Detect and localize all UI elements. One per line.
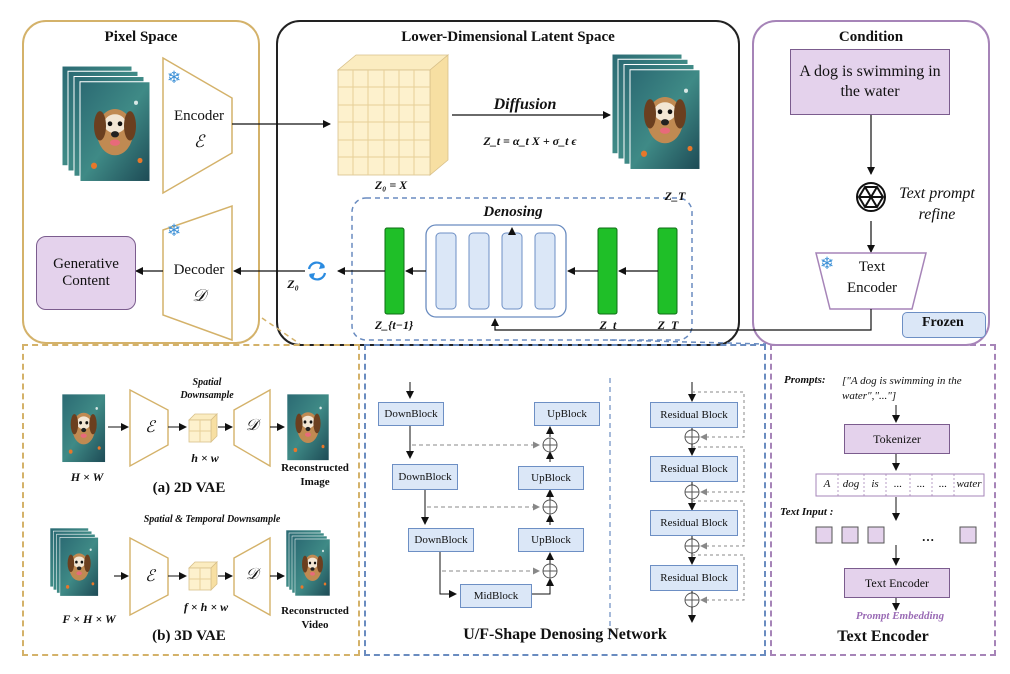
- residual-block-1: Residual Block: [650, 402, 738, 428]
- prompts-label: Prompts:: [784, 374, 826, 386]
- condition-text-encoder-label: Text Encoder: [847, 259, 897, 296]
- spatial-temporal-downsample-label: Spatial & Temporal Downsample: [143, 514, 281, 525]
- vae-2d-decoder-symbol: 𝒟: [245, 417, 259, 434]
- down-block-3: DownBlock: [408, 528, 474, 552]
- encoder-label: Encoder: [174, 108, 224, 124]
- token-2: is: [871, 478, 879, 490]
- encoder-symbol: ℰ: [193, 132, 205, 151]
- vae-2d-encoder-symbol: ℰ: [145, 419, 155, 436]
- text-input-ellipsis: ...: [921, 526, 935, 545]
- condition-title: Condition: [838, 29, 904, 45]
- tokenizer-label: Tokenizer: [873, 431, 921, 446]
- unet-panel: [364, 344, 766, 656]
- prompt-embedding-label: Prompt Embedding: [855, 610, 945, 622]
- zT-label: Z_T: [657, 318, 679, 332]
- pixel-space-title: Pixel Space: [104, 29, 178, 45]
- up-block-3: UpBlock: [518, 528, 584, 552]
- text-encoder-box: Text Encoder: [844, 568, 950, 598]
- HW-label: H × W: [70, 470, 104, 484]
- hw-label: h × w: [191, 451, 219, 465]
- pixel-space-panel: [22, 20, 260, 344]
- residual-block-4: Residual Block: [650, 565, 738, 591]
- text-encoder-panel: [770, 344, 996, 656]
- text-prompt-refine-label: Text prompt refine: [899, 185, 975, 223]
- token-3: ...: [893, 478, 903, 490]
- diffusion-equation: Z_t = α_t X + σ_t ϵ: [483, 134, 577, 148]
- text-encoder-box-label: Text Encoder: [864, 575, 930, 590]
- text-input-label: Text Input :: [780, 506, 834, 518]
- frozen-label: Frozen: [922, 315, 964, 330]
- token-0: A: [823, 478, 831, 490]
- token-4: ...: [916, 478, 926, 490]
- mid-block: MidBlock: [460, 584, 532, 608]
- zT-top-label: Z_T: [664, 189, 686, 203]
- spatial-downsample-label: Spatial Downsample: [180, 377, 234, 401]
- vae-panel: [22, 344, 360, 656]
- FHW-label: F × H × W: [62, 612, 116, 626]
- residual-block-2: Residual Block: [650, 456, 738, 482]
- decoder-symbol: 𝒟: [192, 286, 206, 305]
- decoder-label: Decoder: [173, 262, 225, 278]
- residual-block-3: Residual Block: [650, 510, 738, 536]
- up-block-2: UpBlock: [518, 466, 584, 490]
- down-block-2: DownBlock: [392, 464, 458, 490]
- up-block-1: UpBlock: [534, 402, 600, 426]
- generative-content-label: Generative Content: [53, 256, 119, 289]
- token-5: ...: [938, 478, 948, 490]
- vae-2d-title: (a) 2D VAE: [152, 480, 226, 496]
- fhw-label: f × h × w: [183, 600, 229, 614]
- prompt-text: A dog is swimming in the water: [799, 63, 941, 100]
- unet-title: U/F-Shape Denosing Network: [463, 626, 667, 643]
- zt-label: Z_t: [599, 318, 617, 332]
- denoising-label: Denosing: [483, 204, 543, 220]
- token-6: water: [956, 478, 982, 490]
- frozen-badge: [902, 312, 986, 338]
- diffusion-label: Diffusion: [493, 96, 557, 113]
- zt-minus-1-label: Z_{t−1}: [374, 318, 414, 332]
- z0-equals-x-label: Z₀ = X: [374, 178, 408, 192]
- tokenizer-box: Tokenizer: [844, 424, 950, 454]
- reconstructed-video-label: Reconstructed Video: [281, 605, 349, 631]
- generative-content-box: Generative Content: [36, 236, 136, 310]
- prompt-box: A dog is swimming in the water: [790, 49, 950, 115]
- vae-3d-title: (b) 3D VAE: [152, 628, 226, 644]
- down-block-1: DownBlock: [378, 402, 444, 426]
- vae-3d-encoder-symbol: ℰ: [145, 568, 155, 585]
- reconstructed-image-label: Reconstructed Image: [281, 462, 349, 488]
- text-encoder-title: Text Encoder: [837, 628, 929, 645]
- prompts-value: ["A dog is swimming in the water","..."]: [842, 375, 962, 402]
- token-1: dog: [842, 478, 860, 490]
- latent-space-title: Lower-Dimensional Latent Space: [401, 29, 615, 45]
- vae-3d-decoder-symbol: 𝒟: [245, 566, 259, 583]
- z0-label: Z₀: [287, 277, 299, 291]
